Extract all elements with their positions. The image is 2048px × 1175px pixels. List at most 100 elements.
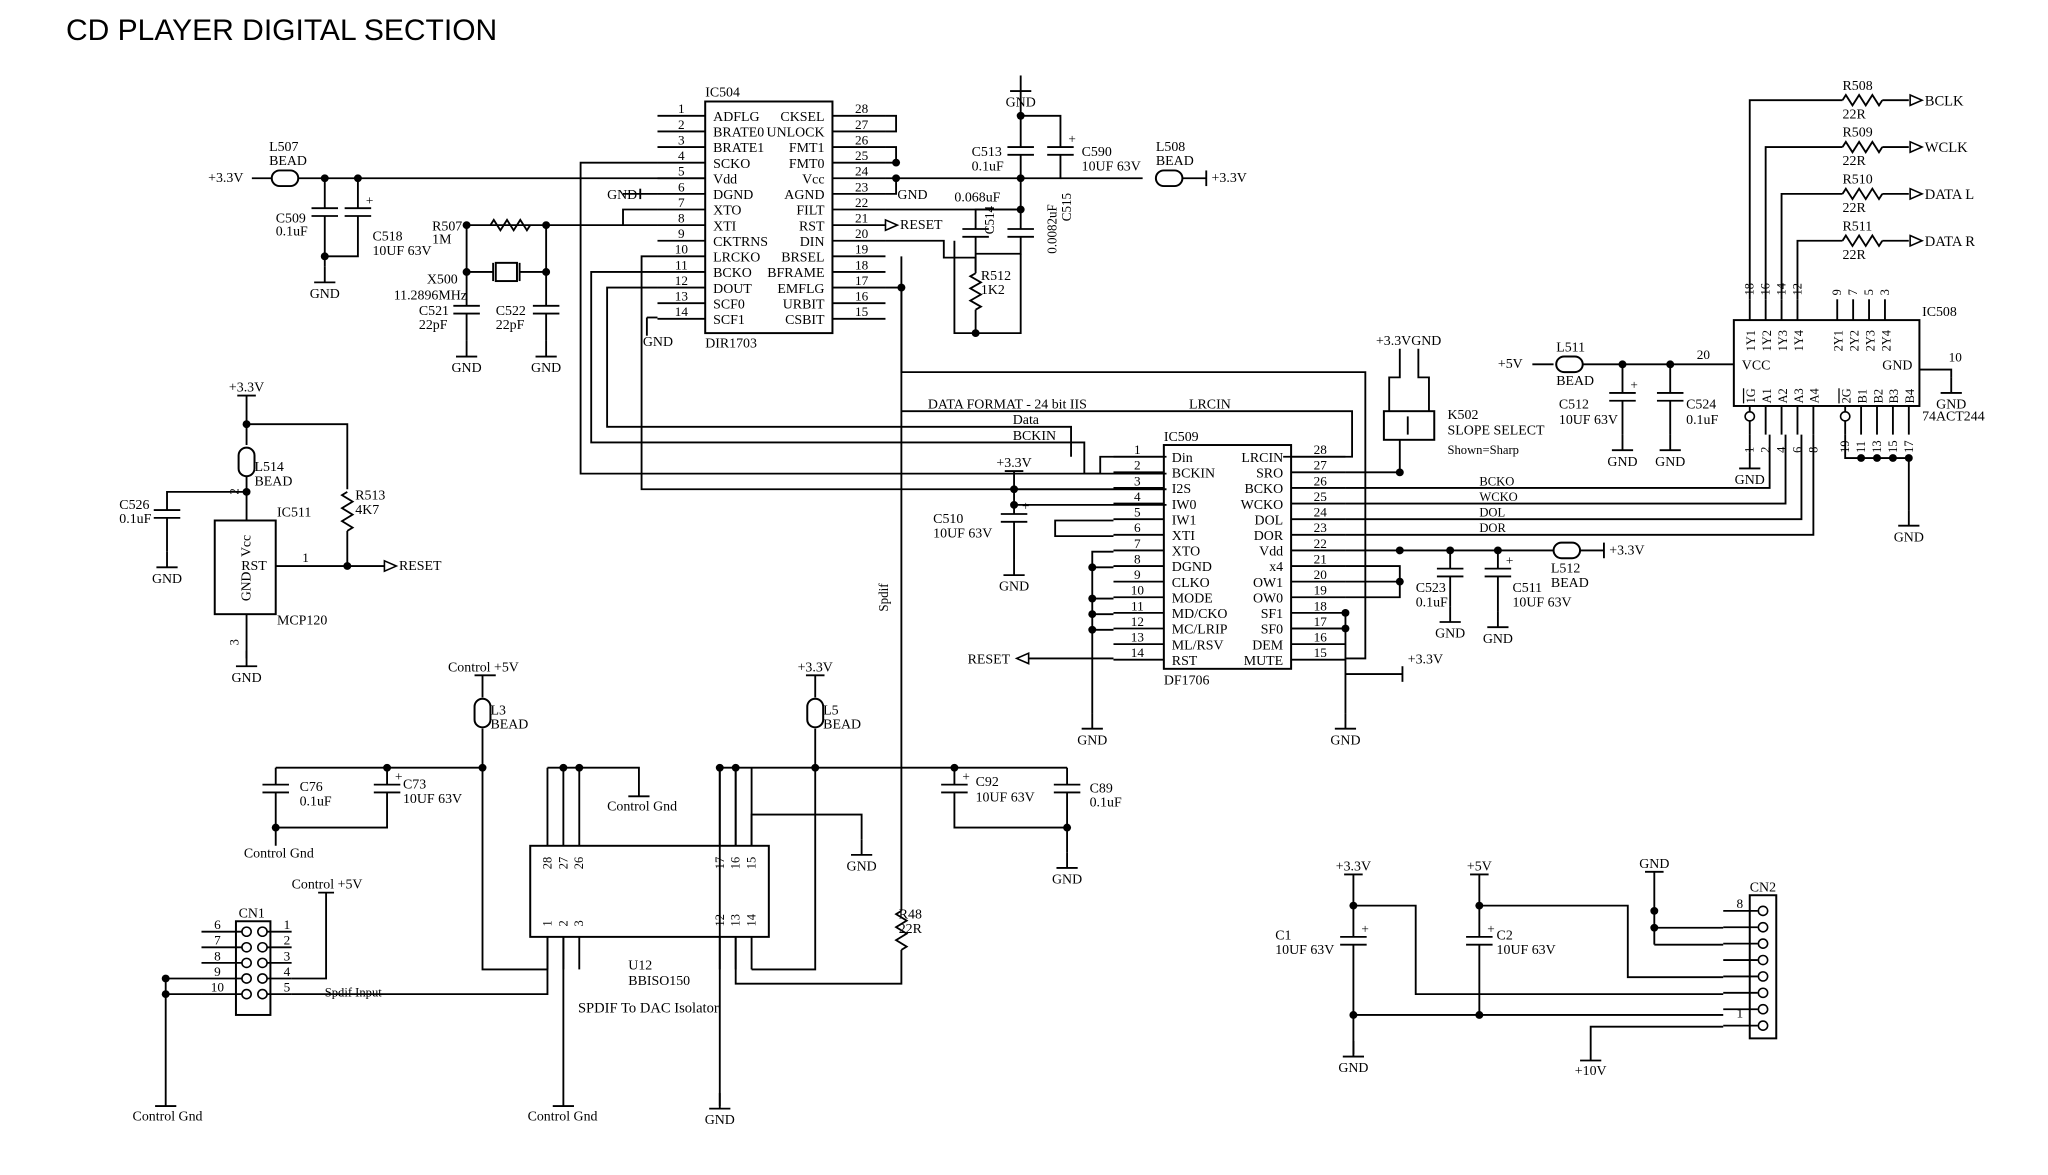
pin-name: OW0: [1253, 591, 1283, 606]
pin-number: 2: [228, 488, 242, 494]
c522-ref: C522: [496, 303, 526, 318]
pin-number: 11: [1854, 441, 1868, 453]
junction-dot: [1341, 624, 1350, 633]
c526-ref: C526: [119, 497, 149, 512]
pin-name: MD/CKO: [1172, 606, 1228, 621]
pin-number: 27: [556, 857, 570, 869]
supply-label: +3.3V: [1212, 170, 1247, 185]
c518-ref: C518: [372, 229, 402, 244]
wire: [246, 423, 349, 490]
port-arrow: [383, 559, 399, 573]
l508-value: BEAD: [1156, 153, 1194, 168]
junction-dot: [1493, 546, 1502, 555]
pin-number: 6: [1790, 447, 1804, 453]
pin-number: 23: [855, 179, 869, 194]
pin-circle: [241, 957, 252, 969]
r48-value: 22R: [899, 921, 923, 936]
pin-number: 7: [678, 195, 685, 210]
c76-value: 0.1uF: [300, 794, 332, 809]
port-arrow: [884, 218, 900, 232]
pin-name: CKTRNS: [713, 234, 768, 249]
k502-ref: K502: [1448, 407, 1479, 422]
bead: [1552, 541, 1582, 560]
wire: [751, 767, 817, 971]
pin-number: 24: [1314, 505, 1328, 520]
output-signal-label: DATA R: [1925, 234, 1976, 250]
dor-net: DOR: [1479, 521, 1506, 535]
pin-number: 28: [855, 101, 869, 116]
supply-label: +3.3V: [229, 380, 264, 395]
pin-number: 19: [1314, 583, 1328, 598]
ground-label: GND: [1435, 626, 1465, 641]
pin-number: 13: [1131, 630, 1145, 645]
supply-label: +3.3V: [1609, 542, 1644, 557]
pin-number: 4: [1134, 489, 1141, 504]
pin-number: 8: [1736, 896, 1743, 911]
c511-ref: C511: [1512, 580, 1542, 595]
pin-number: 1: [678, 101, 685, 116]
supply-label: +3.3V: [798, 660, 833, 675]
bead: [237, 446, 256, 478]
wire: [974, 208, 1021, 230]
pin-number: 14: [744, 913, 758, 926]
r512-ref: R512: [981, 268, 1011, 283]
bead: [473, 697, 492, 729]
pin-number: 14: [675, 304, 689, 319]
resistor-value: 22R: [1843, 107, 1867, 122]
pin-number: 9: [678, 226, 685, 241]
supply-label: +3.3V: [1408, 652, 1443, 667]
supply-label: +3.3V: [208, 170, 243, 185]
data-format-label: DATA FORMAT - 24 bit IIS: [928, 397, 1087, 412]
pin-name: x4: [1269, 559, 1283, 574]
control-gnd-label: Control Gnd: [607, 799, 677, 814]
k502-switch: [1382, 410, 1436, 441]
pin-name: AGND: [784, 187, 824, 202]
pin-name: BCKO: [1244, 481, 1283, 496]
pin-name: XTO: [713, 203, 741, 218]
pin-circle: [241, 988, 252, 1000]
pin-circle: [1757, 987, 1769, 999]
c92-value: 10UF 63V: [976, 790, 1035, 805]
c76-ref: C76: [300, 779, 323, 794]
junction-dot: [462, 268, 471, 276]
crystal-x500: [494, 261, 518, 283]
x500-ref: X500: [427, 272, 458, 287]
l514-ref: L514: [255, 459, 284, 474]
ground-label: GND: [607, 187, 637, 202]
junction-dot: [1650, 906, 1659, 915]
pin-number: 2: [556, 920, 570, 926]
pin-number: 15: [1314, 645, 1328, 660]
wire: [291, 892, 328, 980]
u12-caption: SPDIF To DAC Isolator: [578, 1000, 719, 1016]
cn2-ref: CN2: [1750, 879, 1776, 894]
ic511-body: [213, 519, 277, 616]
bead: [806, 697, 825, 729]
c514-ref: C514: [982, 206, 997, 235]
x500-value: 11.2896MHz: [394, 287, 467, 302]
pin-number: 25: [855, 148, 869, 163]
pin-number: 15: [855, 304, 869, 319]
pin-number: 22: [855, 195, 868, 210]
bead: [1154, 169, 1184, 188]
ground-label: GND: [1936, 397, 1966, 412]
pin-name: DOUT: [713, 281, 752, 296]
cn1-body: [234, 920, 272, 1016]
pin-name: 1Y2: [1760, 330, 1774, 351]
pin-name: DEM: [1252, 637, 1283, 652]
pin-circle: [257, 941, 268, 953]
pin-name: DOL: [1255, 513, 1284, 528]
pin-number: 17: [1902, 440, 1916, 452]
pin-number: 21: [1314, 552, 1327, 567]
resistor-value: 22R: [1843, 153, 1867, 168]
pin-circle: [257, 926, 268, 938]
port-arrow: [1909, 93, 1925, 107]
pin-number: 20: [855, 226, 869, 241]
pin-name: XTI: [1172, 528, 1196, 543]
k502-note: Shown=Sharp: [1448, 443, 1519, 457]
port-arrow: [1909, 187, 1925, 201]
pin-number: 11: [1131, 598, 1144, 613]
pin-circle: [1757, 938, 1769, 949]
pin-name: BCKO: [713, 265, 752, 280]
pin-name: Vdd: [713, 172, 737, 187]
